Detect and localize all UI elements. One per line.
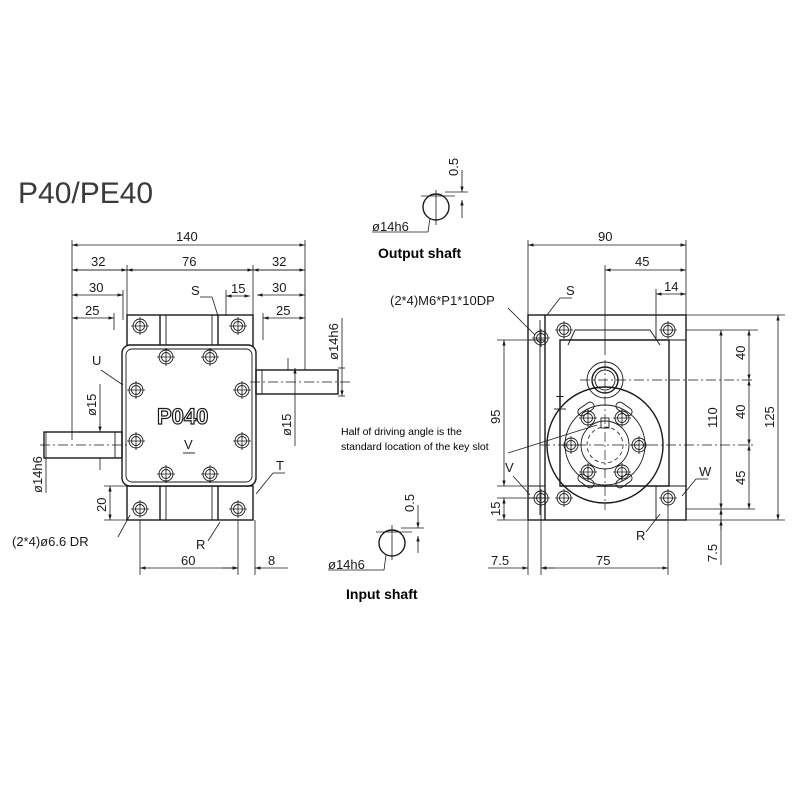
dim-hole-callout: (2*4)ø6.6 DR — [12, 534, 89, 549]
dim-14: 14 — [664, 279, 678, 294]
dim-7-5-bottom: 7.5 — [491, 553, 509, 568]
label-t-side: T — [556, 393, 564, 408]
dim-25-right: 25 — [276, 303, 290, 318]
drawing-title: P40/PE40 — [18, 177, 153, 210]
dim-25-left: 25 — [85, 303, 99, 318]
dim-15-right: ø15 — [279, 414, 294, 436]
front-view: 140 32 76 32 30 25 S 15 30 25 — [12, 229, 350, 575]
key-note-line2: standard location of the key slot — [341, 441, 489, 453]
input-offset: 0.5 — [402, 494, 417, 512]
label-s-side: S — [566, 283, 575, 298]
dim-thread-callout: (2*4)M6*P1*10DP — [390, 293, 495, 308]
label-u: U — [92, 353, 101, 368]
dim-125: 125 — [762, 406, 777, 428]
dim-40-top: 40 — [733, 346, 748, 360]
caption-input-shaft: Input shaft — [346, 586, 418, 602]
output-offset: 0.5 — [446, 158, 461, 176]
slot-group — [561, 401, 649, 489]
dim-60: 60 — [181, 553, 195, 568]
dim-90: 90 — [598, 229, 612, 244]
dim-30-right: 30 — [272, 280, 286, 295]
caption-output-shaft: Output shaft — [378, 245, 462, 261]
key-note-line1: Half of driving angle is the — [341, 426, 462, 438]
dim-shaft-right: ø14h6 — [326, 323, 341, 360]
dim-15-left: ø15 — [84, 394, 99, 416]
label-v-side: V — [505, 460, 514, 475]
dim-15-side: 15 — [488, 502, 503, 516]
label-r-side: R — [636, 528, 645, 543]
dim-8: 8 — [268, 553, 275, 568]
dim-110: 110 — [705, 407, 720, 428]
dim-45-top: 45 — [635, 254, 649, 269]
dim-76: 76 — [182, 254, 196, 269]
label-r-front: R — [196, 537, 205, 552]
dim-40-mid: 40 — [733, 405, 748, 419]
dim-45-right: 45 — [733, 471, 748, 485]
label-w: W — [699, 464, 712, 479]
model-label: P040 — [157, 404, 208, 429]
dim-32-left: 32 — [91, 254, 105, 269]
input-shaft-detail: 0.5 ø14h6 Input shaft — [328, 494, 424, 602]
dim-30-left: 30 — [89, 280, 103, 295]
dim-7-5-right: 7.5 — [705, 544, 720, 562]
dim-95: 95 — [488, 410, 503, 424]
output-shaft-detail: 0.5 ø14h6 Output shaft — [372, 158, 468, 261]
side-view: 90 45 14 (2*4)M6*P1*10DP S — [341, 229, 785, 575]
dim-140: 140 — [176, 229, 198, 244]
dim-32-right: 32 — [272, 254, 286, 269]
label-s-front: S — [191, 283, 200, 298]
dim-15-s: 15 — [231, 281, 245, 296]
label-v-front: V — [184, 437, 193, 452]
dim-75: 75 — [596, 553, 610, 568]
dim-shaft-left: ø14h6 — [30, 456, 45, 493]
dim-20: 20 — [94, 498, 109, 512]
input-diameter: ø14h6 — [328, 557, 365, 572]
output-diameter: ø14h6 — [372, 219, 409, 234]
label-t-front: T — [276, 458, 284, 473]
